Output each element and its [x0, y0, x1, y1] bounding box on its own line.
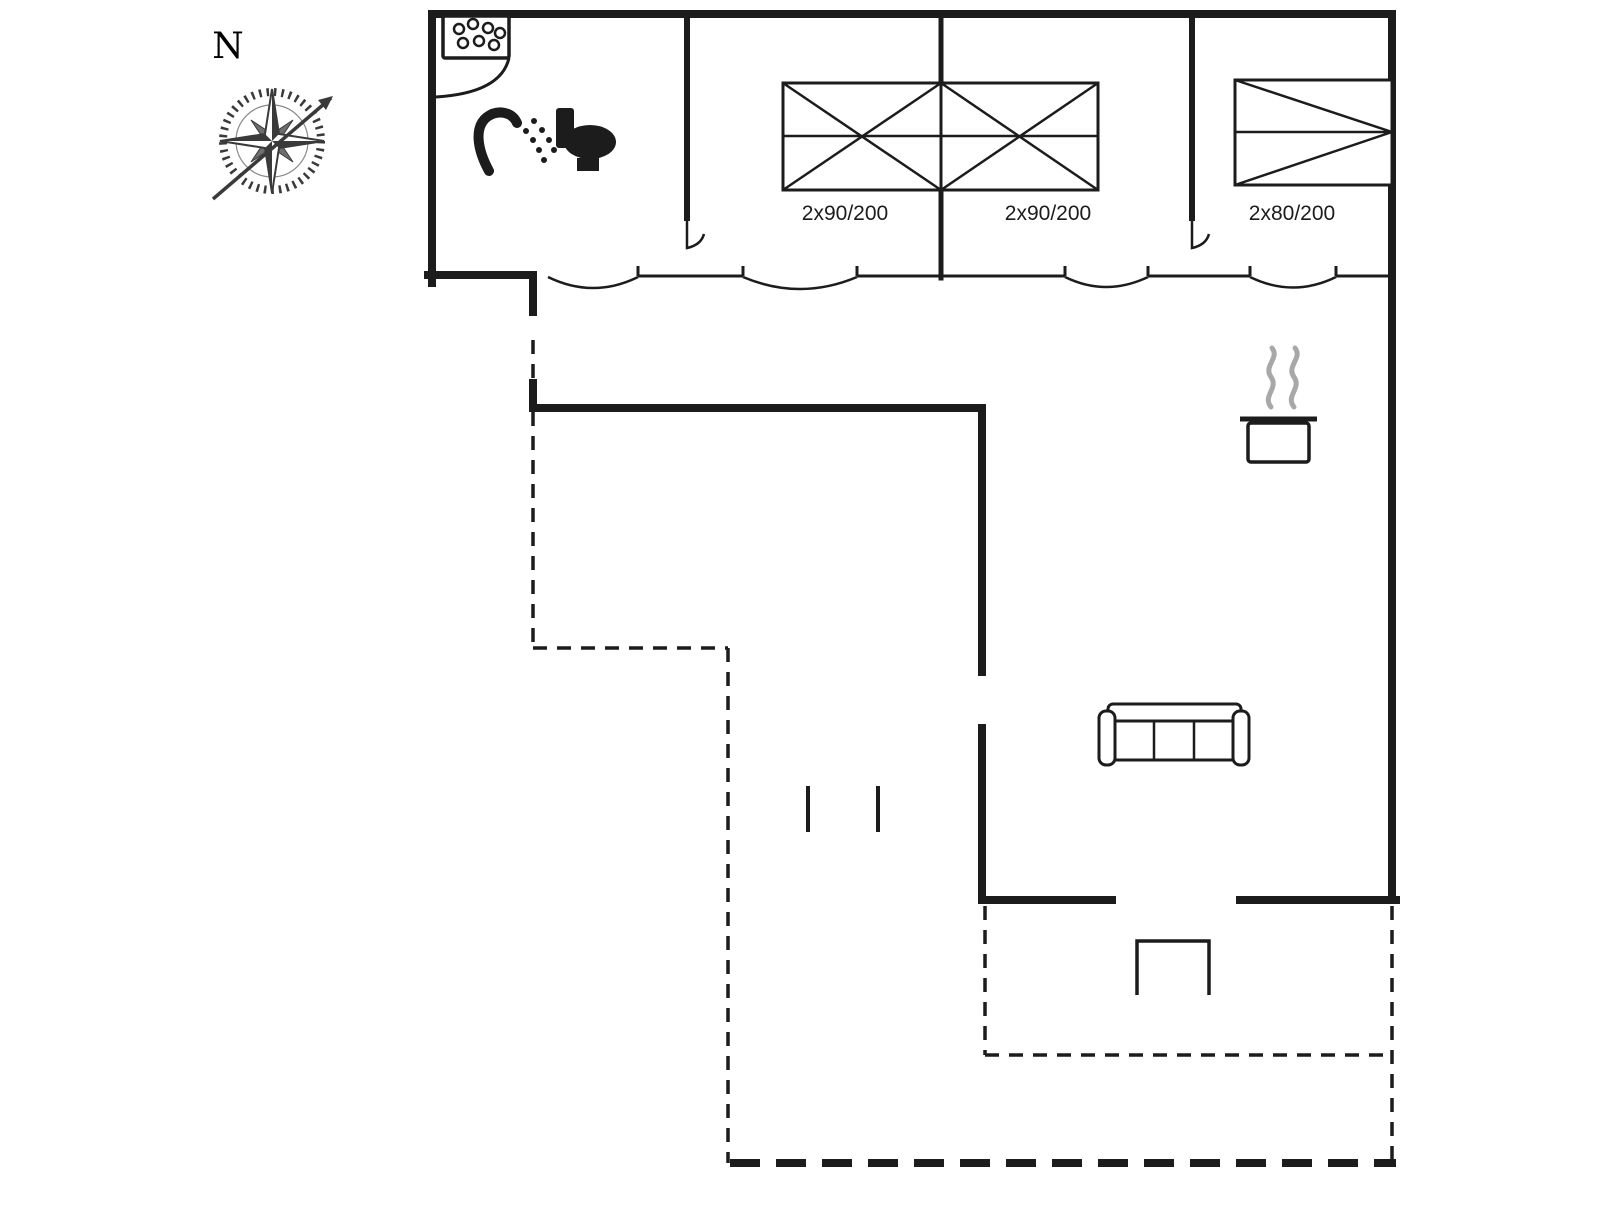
opening-end-ticks: [636, 266, 1338, 276]
bed2-cross: [940, 81, 1099, 192]
compass-rose-icon: [211, 88, 333, 201]
bathroom-lower-wall: [424, 271, 537, 316]
bedroom2-door-arc: [1064, 275, 1149, 289]
sofa-arm-left: [1097, 709, 1117, 767]
bed-double-2: 2x90/200: [939, 81, 1100, 225]
exterior-walls: [424, 10, 1400, 904]
interior-door-posts: [806, 786, 880, 832]
toilet-base: [577, 158, 599, 171]
compass-star-shading: [220, 89, 324, 193]
door-pivot-right: [1190, 218, 1211, 250]
sofa-icon: [1097, 702, 1251, 767]
compass-needle-arrow: [318, 96, 333, 110]
steam-wisp-2: [1288, 345, 1300, 410]
kitchen-icons: [1240, 345, 1317, 464]
bed-double-1: 2x90/200: [781, 81, 943, 225]
sofa-backrest: [1106, 702, 1243, 723]
bed-double-3: 2x80/200: [1233, 78, 1394, 225]
door-openings: [547, 218, 1392, 291]
bed1-cross: [782, 81, 942, 192]
living-room-lower-wall-left: [978, 724, 1116, 904]
sofa-arm-right: [1231, 709, 1251, 767]
bathroom-fixtures: [435, 14, 616, 176]
bed3-cross: [1234, 78, 1393, 187]
partition-posts: [806, 786, 880, 832]
sofa-seat: [1113, 719, 1235, 762]
living-room-inner-wall: [529, 379, 986, 676]
toilet-bowl: [564, 125, 616, 159]
bed2-size-label: 2x90/200: [1005, 202, 1091, 225]
entrance-steps-icon: [1135, 939, 1211, 995]
north-label: N: [212, 26, 244, 67]
entrance-steps-outline: [1135, 939, 1211, 995]
terrace-boundaries: [531, 340, 1396, 1167]
cooking-pot-icon: [1240, 416, 1317, 464]
toilet-icon: [556, 108, 616, 171]
sofa-cushion-dividers: [1152, 721, 1196, 760]
bed3-size-label: 2x80/200: [1249, 202, 1335, 225]
shower-arm: [473, 107, 522, 176]
bathroom-door-arc: [547, 275, 639, 290]
sink-icon: [435, 14, 511, 99]
compass-needle: [211, 96, 333, 201]
shower-spray-dots: [523, 118, 557, 163]
pot-body: [1246, 421, 1311, 464]
shower-icon: [473, 107, 557, 176]
shower-corner-arc: [435, 57, 511, 99]
steam-wisp-1: [1265, 345, 1277, 410]
outer-wall-top-right: [428, 10, 1396, 904]
bed1-size-label: 2x90/200: [802, 202, 888, 225]
bedroom3-door-arc: [1249, 275, 1337, 289]
bedroom1-door-arc: [742, 275, 858, 291]
compass: N: [211, 26, 333, 201]
steam-icon: [1265, 345, 1300, 410]
sink-dots: [452, 17, 507, 52]
door-pivot-left: [685, 218, 706, 250]
